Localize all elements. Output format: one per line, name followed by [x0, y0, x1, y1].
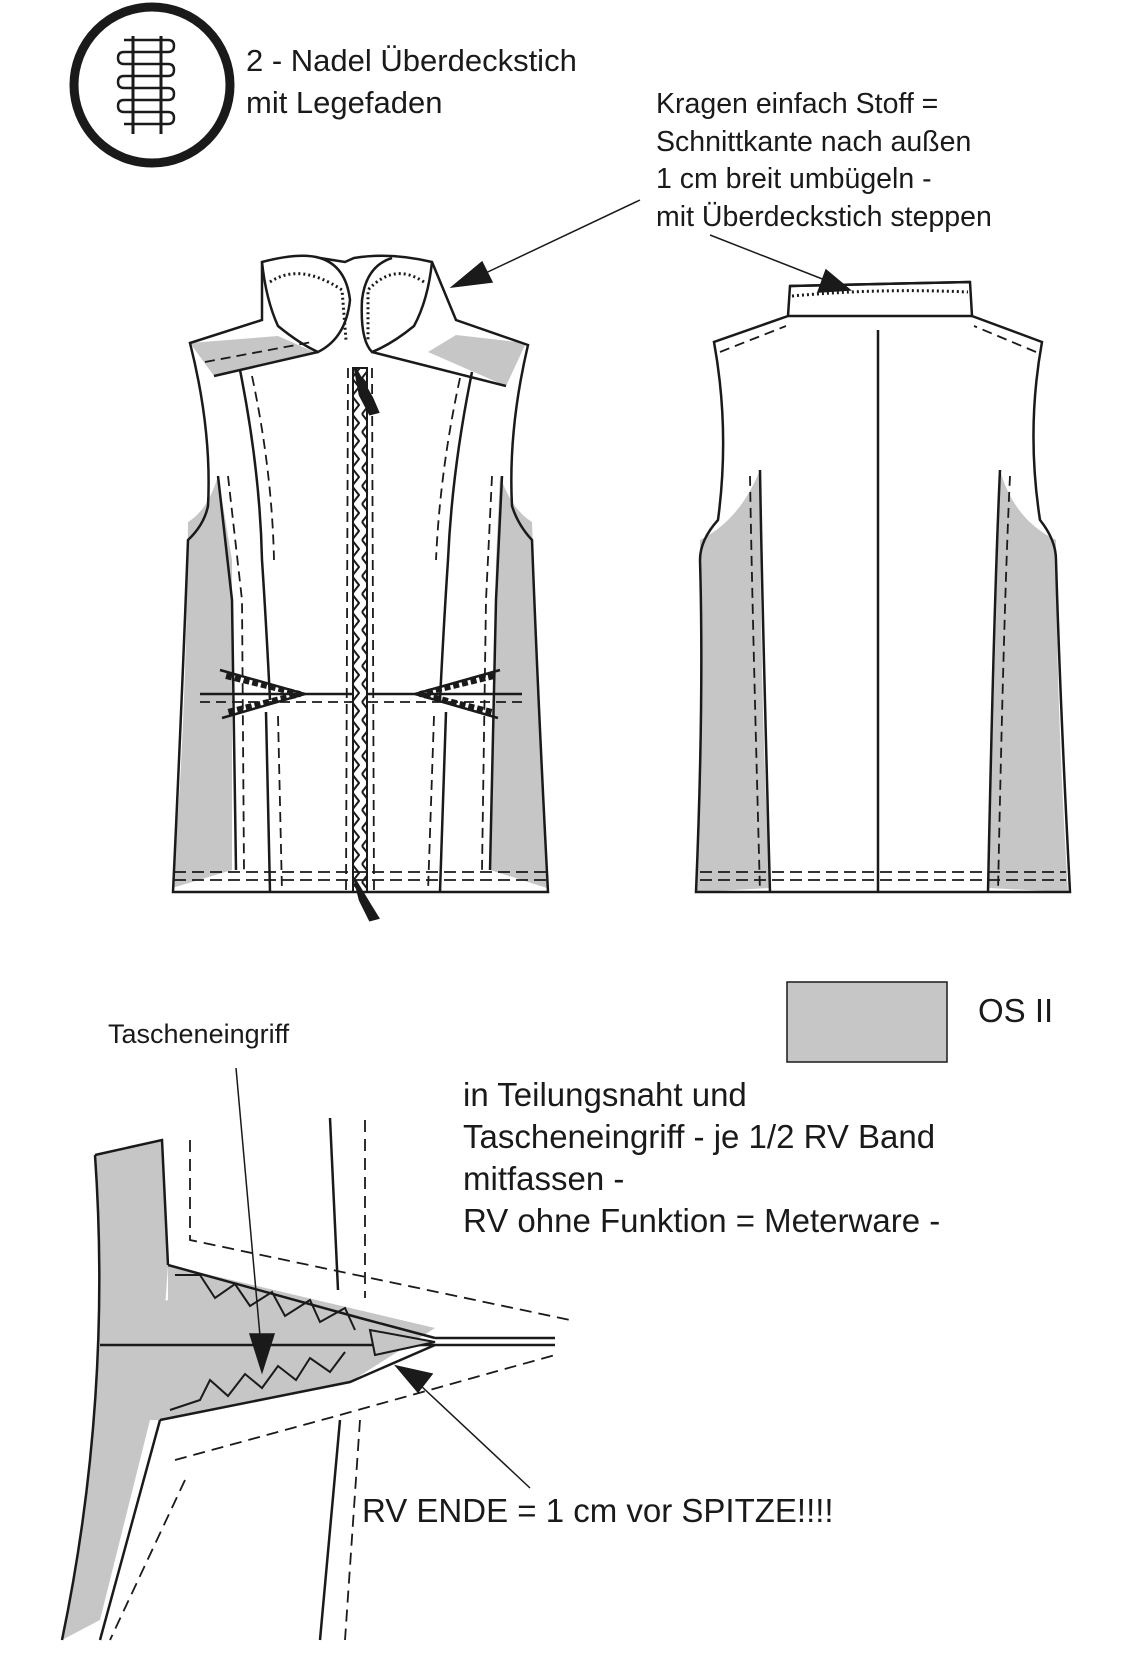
zipper-note: in Teilungsnaht und Tascheneingriff - je… [463, 1074, 940, 1242]
zipper-end-note: RV ENDE = 1 cm vor SPITZE!!!! [362, 1492, 834, 1529]
collar-note-line1: Kragen einfach Stoff = [656, 88, 939, 120]
collar-note: Kragen einfach Stoff = Schnittkante nach… [656, 86, 992, 236]
zip-note-line1: in Teilungsnaht und [463, 1076, 747, 1113]
pocket-opening-label: Tascheneingriff [108, 1019, 290, 1049]
legend-swatch [786, 981, 948, 1063]
zip-note-line4: RV ohne Funktion = Meterware - [463, 1202, 941, 1239]
stitch-title-line2: mit Legefaden [246, 85, 443, 120]
coverstitch-symbol-icon [69, 2, 235, 168]
legend-label: OS II [978, 992, 1054, 1029]
collar-note-line2: Schnittkante nach außen [656, 125, 972, 158]
zip-note-line3: mitfassen - [463, 1160, 625, 1197]
back-vest-drawing [694, 280, 1072, 894]
front-vest-drawing [171, 254, 550, 922]
collar-callout-arrows [449, 199, 852, 293]
collar-note-line4: mit Überdeckstich steppen [656, 200, 992, 233]
stitch-type-label: 2 - Nadel Überdeckstich mit Legefaden [246, 40, 577, 124]
zip-note-line2: Tascheneingriff - je 1/2 RV Band [463, 1118, 936, 1155]
detail-callout-arrows [235, 1067, 531, 1489]
stitch-title-line1: 2 - Nadel Überdeckstich [246, 43, 577, 78]
collar-note-line3: 1 cm breit umbügeln - [656, 163, 932, 195]
